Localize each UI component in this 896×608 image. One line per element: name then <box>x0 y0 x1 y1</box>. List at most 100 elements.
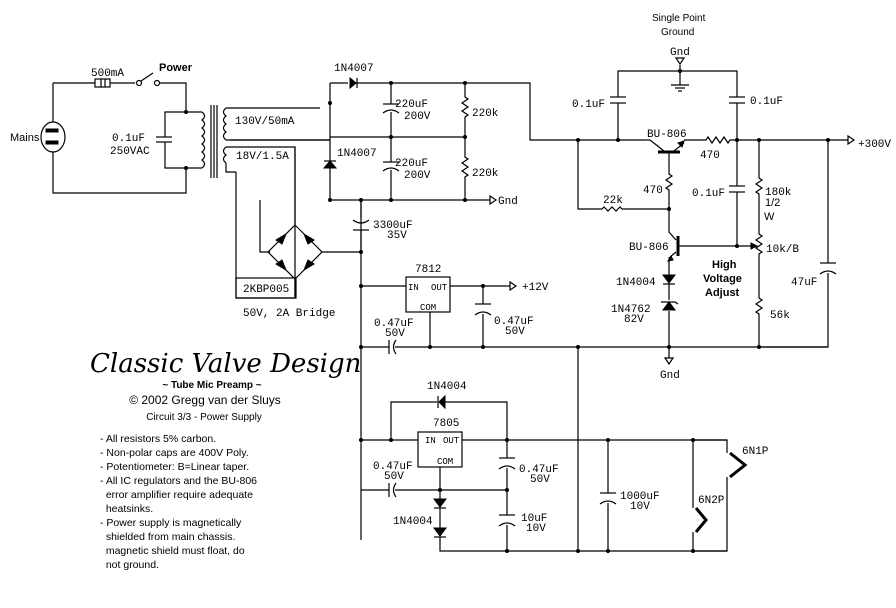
label-diode-top: 1N4007 <box>334 63 374 75</box>
label-q1: BU-806 <box>647 129 687 141</box>
label-c1000: 1000uF <box>620 491 660 503</box>
label-diode-mid: 1N4007 <box>337 148 377 160</box>
label-7805-com: COM <box>437 457 453 467</box>
label-c12-in-voltage: 50V <box>385 328 405 340</box>
label-r180k: 180k <box>765 187 792 199</box>
fuse-icon <box>94 78 111 88</box>
label-secondary-lv: 18V/1.5A <box>236 151 289 163</box>
label-c2: 220uF <box>395 158 428 170</box>
note-line: heatsinks. <box>100 503 154 515</box>
mains-section <box>40 72 330 299</box>
label-fuse: 500mA <box>91 68 124 80</box>
notes-list: - All resistors 5% carbon. - Non-polar c… <box>100 432 257 572</box>
note-line: - Non-polar caps are 400V Poly. <box>100 447 249 459</box>
label-bridge: 2KBP005 <box>243 284 289 296</box>
note-line: not ground. <box>100 559 159 571</box>
label-high: High <box>712 259 737 271</box>
label-pot: 10k/B <box>766 244 799 256</box>
label-heater-6n1p: 6N1P <box>742 446 769 458</box>
label-r56k: 56k <box>770 310 790 322</box>
component-labels: Mains 500mA Power 0.1uF 250VAC 130V/50mA… <box>10 13 891 535</box>
label-ground: Ground <box>661 27 694 38</box>
label-r470-h: 470 <box>700 150 720 162</box>
label-c2-voltage: 200V <box>404 170 431 182</box>
label-c5-out-voltage: 50V <box>530 474 550 486</box>
label-d-stack: 1N4004 <box>393 516 433 528</box>
output-terminal-icon <box>847 134 856 146</box>
label-gnd-out: Gnd <box>498 196 518 208</box>
label-c1000-voltage: 10V <box>630 501 650 513</box>
note-line: - Potentiometer: B=Linear taper. <box>100 461 250 473</box>
label-c12-in: 0.47uF <box>374 318 414 330</box>
label-c12-out: 0.47uF <box>494 316 534 328</box>
power-switch-icon <box>140 72 154 82</box>
resistor-icon <box>460 83 470 200</box>
label-r180k-watt: 1/2 <box>765 197 780 209</box>
note-line: error amplifier require adequate <box>100 489 253 501</box>
label-c10: 10uF <box>521 513 547 525</box>
label-cap-mid: 0.1uF <box>692 188 725 200</box>
label-out-12v: +12V <box>522 282 549 294</box>
copyright: © 2002 Gregg van der Sluys <box>129 393 281 407</box>
transformer-primary-icon <box>201 111 206 169</box>
circuit-label: Circuit 3/3 - Power Supply <box>146 412 262 423</box>
label-adjust: Adjust <box>705 287 740 299</box>
label-out-300v: +300V <box>858 139 891 151</box>
label-cap-primary-voltage: 250VAC <box>110 146 150 158</box>
brand-title: Classic Valve Design <box>90 349 361 379</box>
note-line: - Power supply is magnetically <box>100 517 242 529</box>
subtitle: ~ Tube Mic Preamp ~ <box>162 380 261 391</box>
label-7805: 7805 <box>433 418 459 430</box>
label-single-point: Single Point <box>652 13 706 24</box>
label-r-top: 220k <box>472 108 499 120</box>
label-d-1n4004: 1N4004 <box>616 277 656 289</box>
label-bridge-desc: 50V, 2A Bridge <box>243 308 335 320</box>
heater-6n1p-icon <box>729 451 748 479</box>
bridge-rectifier <box>267 224 323 280</box>
label-c1-voltage: 200V <box>404 111 431 123</box>
label-cap-gnd-right: 0.1uF <box>750 96 783 108</box>
transformer-secondary-hv-icon <box>222 107 227 141</box>
regulator-7812 <box>405 276 451 313</box>
hv-regulator <box>576 57 856 366</box>
label-7805-out: OUT <box>443 436 460 446</box>
label-heater-6n2p: 6N2P <box>698 495 725 507</box>
label-c1: 220uF <box>395 99 428 111</box>
gnd-terminal-icon <box>489 194 498 206</box>
label-c10-voltage: 10V <box>526 523 546 535</box>
label-c5-in-voltage: 50V <box>384 471 404 483</box>
label-7812-out: OUT <box>431 283 448 293</box>
label-c12-out-voltage: 50V <box>505 326 525 338</box>
label-zener-voltage: 82V <box>624 314 644 326</box>
lv-regulator <box>361 347 748 553</box>
label-r470-v: 470 <box>643 185 663 197</box>
label-c3300: 3300uF <box>373 220 413 232</box>
label-r-bot: 220k <box>472 168 499 180</box>
note-line: - All resistors 5% carbon. <box>100 433 217 445</box>
label-mains: Mains <box>10 132 40 144</box>
label-gnd-bottom: Gnd <box>660 370 680 382</box>
label-q2: BU-806 <box>629 242 669 254</box>
label-zener: 1N4762 <box>611 304 651 316</box>
note-line: magnetic shield must float, do <box>100 545 245 557</box>
label-cap-primary: 0.1uF <box>112 133 145 145</box>
title-block: Classic Valve Design ~ Tube Mic Preamp ~… <box>90 349 361 423</box>
label-7805-in: IN <box>425 436 436 446</box>
label-voltage: Voltage <box>703 273 742 285</box>
hv-doubler <box>230 76 578 206</box>
heater-6n2p-icon <box>694 507 708 533</box>
label-c5-out: 0.47uF <box>519 464 559 476</box>
label-c5-in: 0.47uF <box>373 461 413 473</box>
label-r22k: 22k <box>603 195 623 207</box>
label-c3300-voltage: 35V <box>387 230 407 242</box>
note-line: - All IC regulators and the BU-806 <box>100 475 257 487</box>
note-line: shielded from main chassis. <box>100 531 236 543</box>
label-7812-in: IN <box>408 283 419 293</box>
label-power: Power <box>159 62 193 74</box>
label-cap-gnd-left: 0.1uF <box>572 99 605 111</box>
diode-icon <box>349 76 357 90</box>
transformer-secondary-lv-icon <box>222 146 227 164</box>
label-r180k-w: W <box>764 211 775 223</box>
bridge-section <box>235 147 828 540</box>
